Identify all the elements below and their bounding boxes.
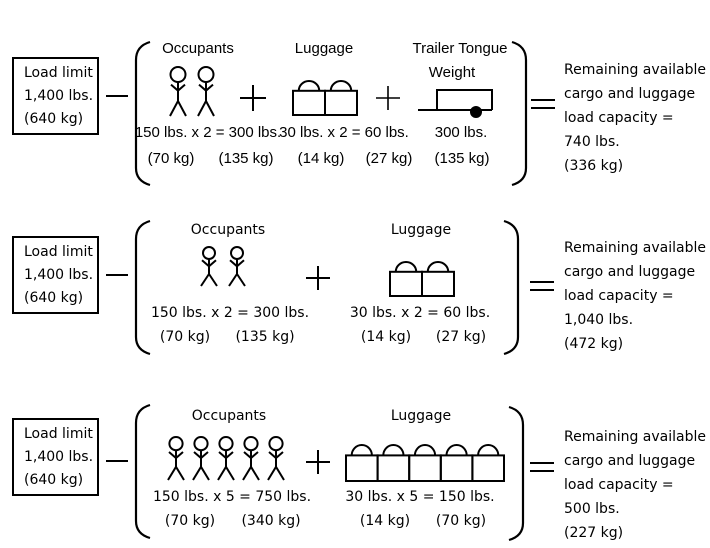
stick-figure-icon [217,436,235,481]
luggage-kg-each: (14 kg) [360,329,412,345]
right-bracket [503,219,520,356]
luggage-icon [376,444,411,482]
equals-sign [531,99,555,109]
result-line1: Remaining available [564,429,706,445]
occupant-icons [167,436,285,481]
occupants-kg-each: (70 kg) [147,150,195,167]
luggage-kg-total: (27 kg) [365,150,413,167]
result-line2: cargo and luggage [564,86,696,102]
occupant-icons [169,66,215,117]
result-line1: Remaining available [564,62,706,78]
load-limit-label: Load limit [24,244,93,260]
luggage-kg-each: (14 kg) [359,513,411,529]
stick-figure-icon [169,66,187,117]
occupants-calc: 150 lbs. x 2 = 300 lbs. [150,305,310,321]
equals-sign [530,281,554,291]
result-kg: (336 kg) [564,158,624,174]
luggage-label: Luggage [390,408,452,424]
luggage-label: Luggage [294,40,354,57]
trailer-icon [418,89,493,118]
result-kg: (227 kg) [564,525,624,541]
left-bracket [134,219,151,356]
trailer-kg-total: (135 kg) [434,150,490,167]
right-bracket [511,40,528,187]
luggage-icon [471,444,506,482]
occupants-label: Occupants [190,222,266,238]
luggage-icons [292,80,358,117]
result-lbs: 500 lbs. [564,501,620,517]
luggage-icon [324,80,358,117]
result-line3: load capacity = [564,288,674,304]
luggage-icon [345,444,379,482]
stick-figure-icon [242,436,260,481]
luggage-icons [345,444,506,482]
luggage-icon [421,261,455,298]
minus-sign [106,274,128,276]
load-limit-kg: (640 kg) [24,290,84,306]
luggage-kg-each: (14 kg) [297,150,345,167]
occupants-kg-total: (340 kg) [241,513,301,529]
luggage-icon [292,80,326,117]
luggage-icons [389,261,455,298]
minus-sign [106,460,128,462]
luggage-calc: 30 lbs. x 5 = 150 lbs. [345,489,495,505]
stick-figure-icon [200,246,218,287]
result-line3: load capacity = [564,477,674,493]
load-limit-label: Load limit [24,65,93,81]
result-line2: cargo and luggage [564,453,696,469]
occupants-label: Occupants [191,408,267,424]
result-line2: cargo and luggage [564,264,696,280]
trailer-calc: 300 lbs. [434,124,488,141]
stick-figure-icon [167,436,185,481]
load-limit-box: Load limit 1,400 lbs. (640 kg) [12,418,99,496]
occupants-kg-total: (135 kg) [235,329,295,345]
load-limit-lbs: 1,400 lbs. [24,449,94,465]
luggage-calc: 30 lbs. x 2 = 60 lbs. [279,124,409,141]
luggage-kg-total: (27 kg) [435,329,487,345]
equals-sign [530,462,554,472]
luggage-icon [408,444,442,482]
occupants-calc: 150 lbs. x 2 = 300 lbs. [134,124,282,141]
load-limit-lbs: 1,400 lbs. [24,267,94,283]
left-bracket [134,40,151,187]
occupants-kg-each: (70 kg) [164,513,216,529]
result-kg: (472 kg) [564,336,624,352]
load-limit-kg: (640 kg) [24,111,84,127]
plus-sign [306,450,330,474]
stick-figure-icon [197,66,215,117]
stick-figure-icon [228,246,246,287]
load-limit-label: Load limit [24,426,93,442]
luggage-label: Luggage [390,222,452,238]
luggage-calc: 30 lbs. x 2 = 60 lbs. [349,305,491,321]
right-bracket [508,405,525,542]
load-limit-box: Load limit 1,400 lbs. (640 kg) [12,236,99,314]
occupants-kg-each: (70 kg) [159,329,211,345]
trailer-label-line2: Weight [428,64,476,81]
result-line3: load capacity = [564,110,674,126]
minus-sign [106,95,128,97]
luggage-kg-total: (70 kg) [435,513,487,529]
luggage-icon [439,444,474,482]
luggage-icon [389,261,423,298]
load-limit-kg: (640 kg) [24,472,84,488]
occupants-calc: 150 lbs. x 5 = 750 lbs. [152,489,312,505]
stick-figure-icon [192,436,210,481]
load-limit-lbs: 1,400 lbs. [24,88,94,104]
occupants-label: Occupants [162,40,234,57]
result-lbs: 1,040 lbs. [564,312,634,328]
plus-sign [240,85,266,111]
result-line1: Remaining available [564,240,706,256]
load-limit-box: Load limit 1,400 lbs. (640 kg) [12,57,99,135]
occupant-icons [200,246,246,287]
left-bracket [134,403,151,540]
plus-sign [306,266,330,290]
plus-sign [376,86,400,110]
stick-figure-icon [267,436,285,481]
result-lbs: 740 lbs. [564,134,620,150]
trailer-label-line1: Trailer Tongue [412,40,508,57]
occupants-kg-total: (135 kg) [218,150,274,167]
